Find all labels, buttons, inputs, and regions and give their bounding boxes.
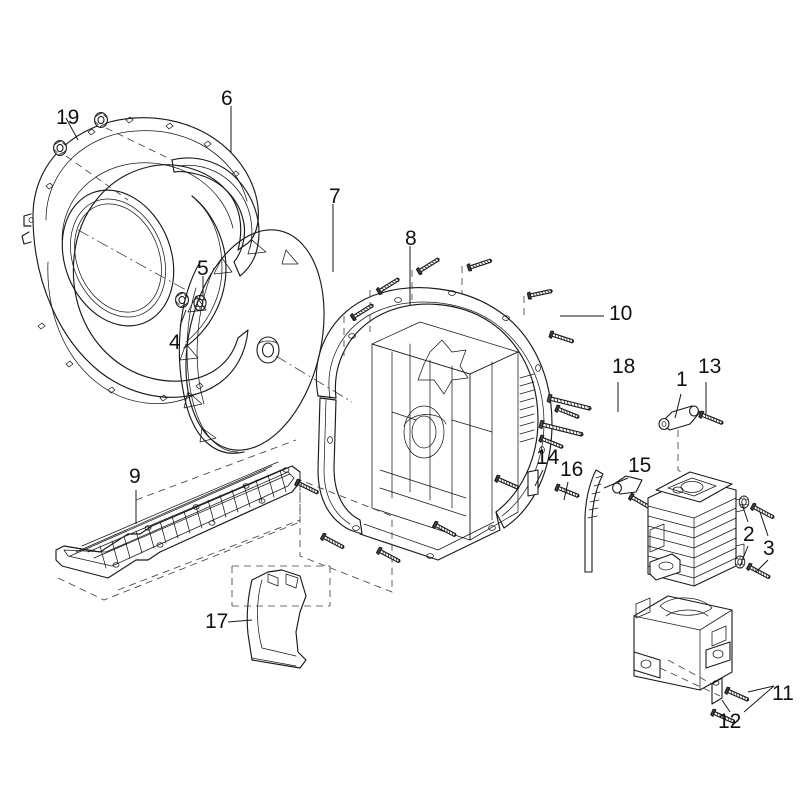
part-clip-bracket	[231, 565, 331, 669]
part-intake-grille	[55, 461, 301, 601]
part-screw-13	[698, 410, 725, 428]
part-nut-19-b	[53, 140, 67, 156]
part-washer-2-a	[738, 495, 750, 509]
part-screw-11-a	[723, 686, 751, 704]
callout-12: 12	[718, 710, 742, 733]
callout-11: 11	[772, 682, 794, 705]
leader-nut-19-b	[65, 155, 129, 201]
part-bracket-1	[658, 405, 701, 431]
callout-leaders	[65, 106, 775, 713]
callout-4: 4	[169, 331, 181, 354]
callout-16: 16	[560, 458, 584, 481]
part-screws-10	[293, 255, 581, 566]
callout-5: 5	[197, 257, 209, 280]
leader-nut-19-a	[105, 127, 173, 161]
part-cylinder	[647, 471, 745, 587]
callout-9: 9	[129, 465, 141, 488]
part-nut-19-a	[94, 112, 108, 128]
callout-17: 17	[205, 610, 229, 633]
callout-15: 15	[628, 454, 652, 477]
callout-3: 3	[763, 537, 775, 560]
part-spacer-14	[527, 469, 539, 497]
part-screw-3-b	[745, 562, 773, 582]
part-fan-housing-cover	[21, 116, 260, 404]
part-crankcase	[633, 595, 733, 691]
callout-2: 2	[743, 523, 755, 546]
callout-1: 1	[676, 368, 688, 391]
part-blower-housing	[117, 287, 553, 593]
callout-10: 10	[609, 302, 633, 325]
callout-14: 14	[536, 446, 560, 469]
part-clamp-12	[711, 677, 723, 705]
callout-19: 19	[56, 106, 80, 129]
callout-7: 7	[329, 185, 341, 208]
part-long-screws-18	[538, 393, 593, 440]
callout-6: 6	[221, 87, 233, 110]
callout-13: 13	[698, 355, 722, 378]
callout-18: 18	[612, 355, 636, 378]
leader-bracket-1	[677, 430, 701, 485]
callout-8: 8	[405, 227, 417, 250]
part-screw-3-a	[749, 502, 777, 522]
part-seal-strip-15	[584, 469, 604, 573]
